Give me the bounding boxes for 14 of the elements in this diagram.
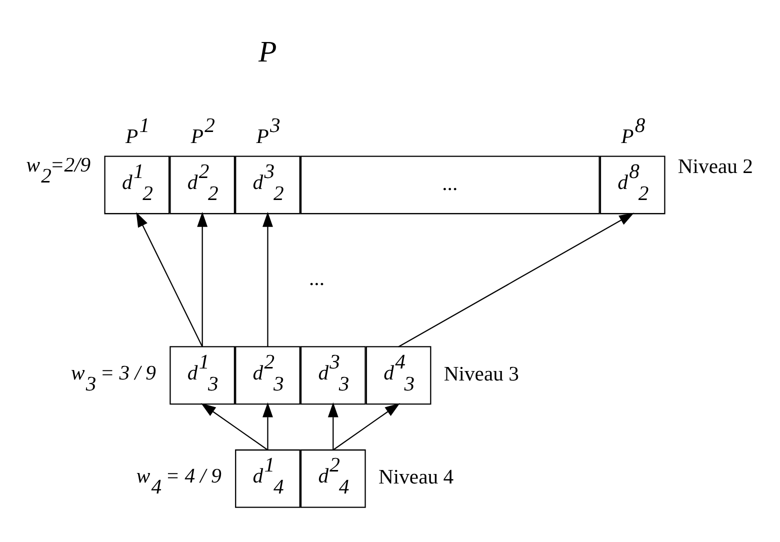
arrow <box>136 212 202 347</box>
node-box: ... <box>300 156 600 214</box>
arrow <box>262 212 272 347</box>
arrow <box>262 402 272 450</box>
arrow <box>327 402 338 450</box>
arrow <box>196 212 208 347</box>
label: Niveau 2 <box>677 156 753 178</box>
arrow <box>332 403 400 450</box>
label: Niveau 4 <box>378 466 454 489</box>
label: P <box>258 35 276 68</box>
label: ... <box>308 268 324 290</box>
label: Niveau 3 <box>443 363 518 386</box>
arrow <box>398 212 634 348</box>
arrow <box>200 403 268 450</box>
